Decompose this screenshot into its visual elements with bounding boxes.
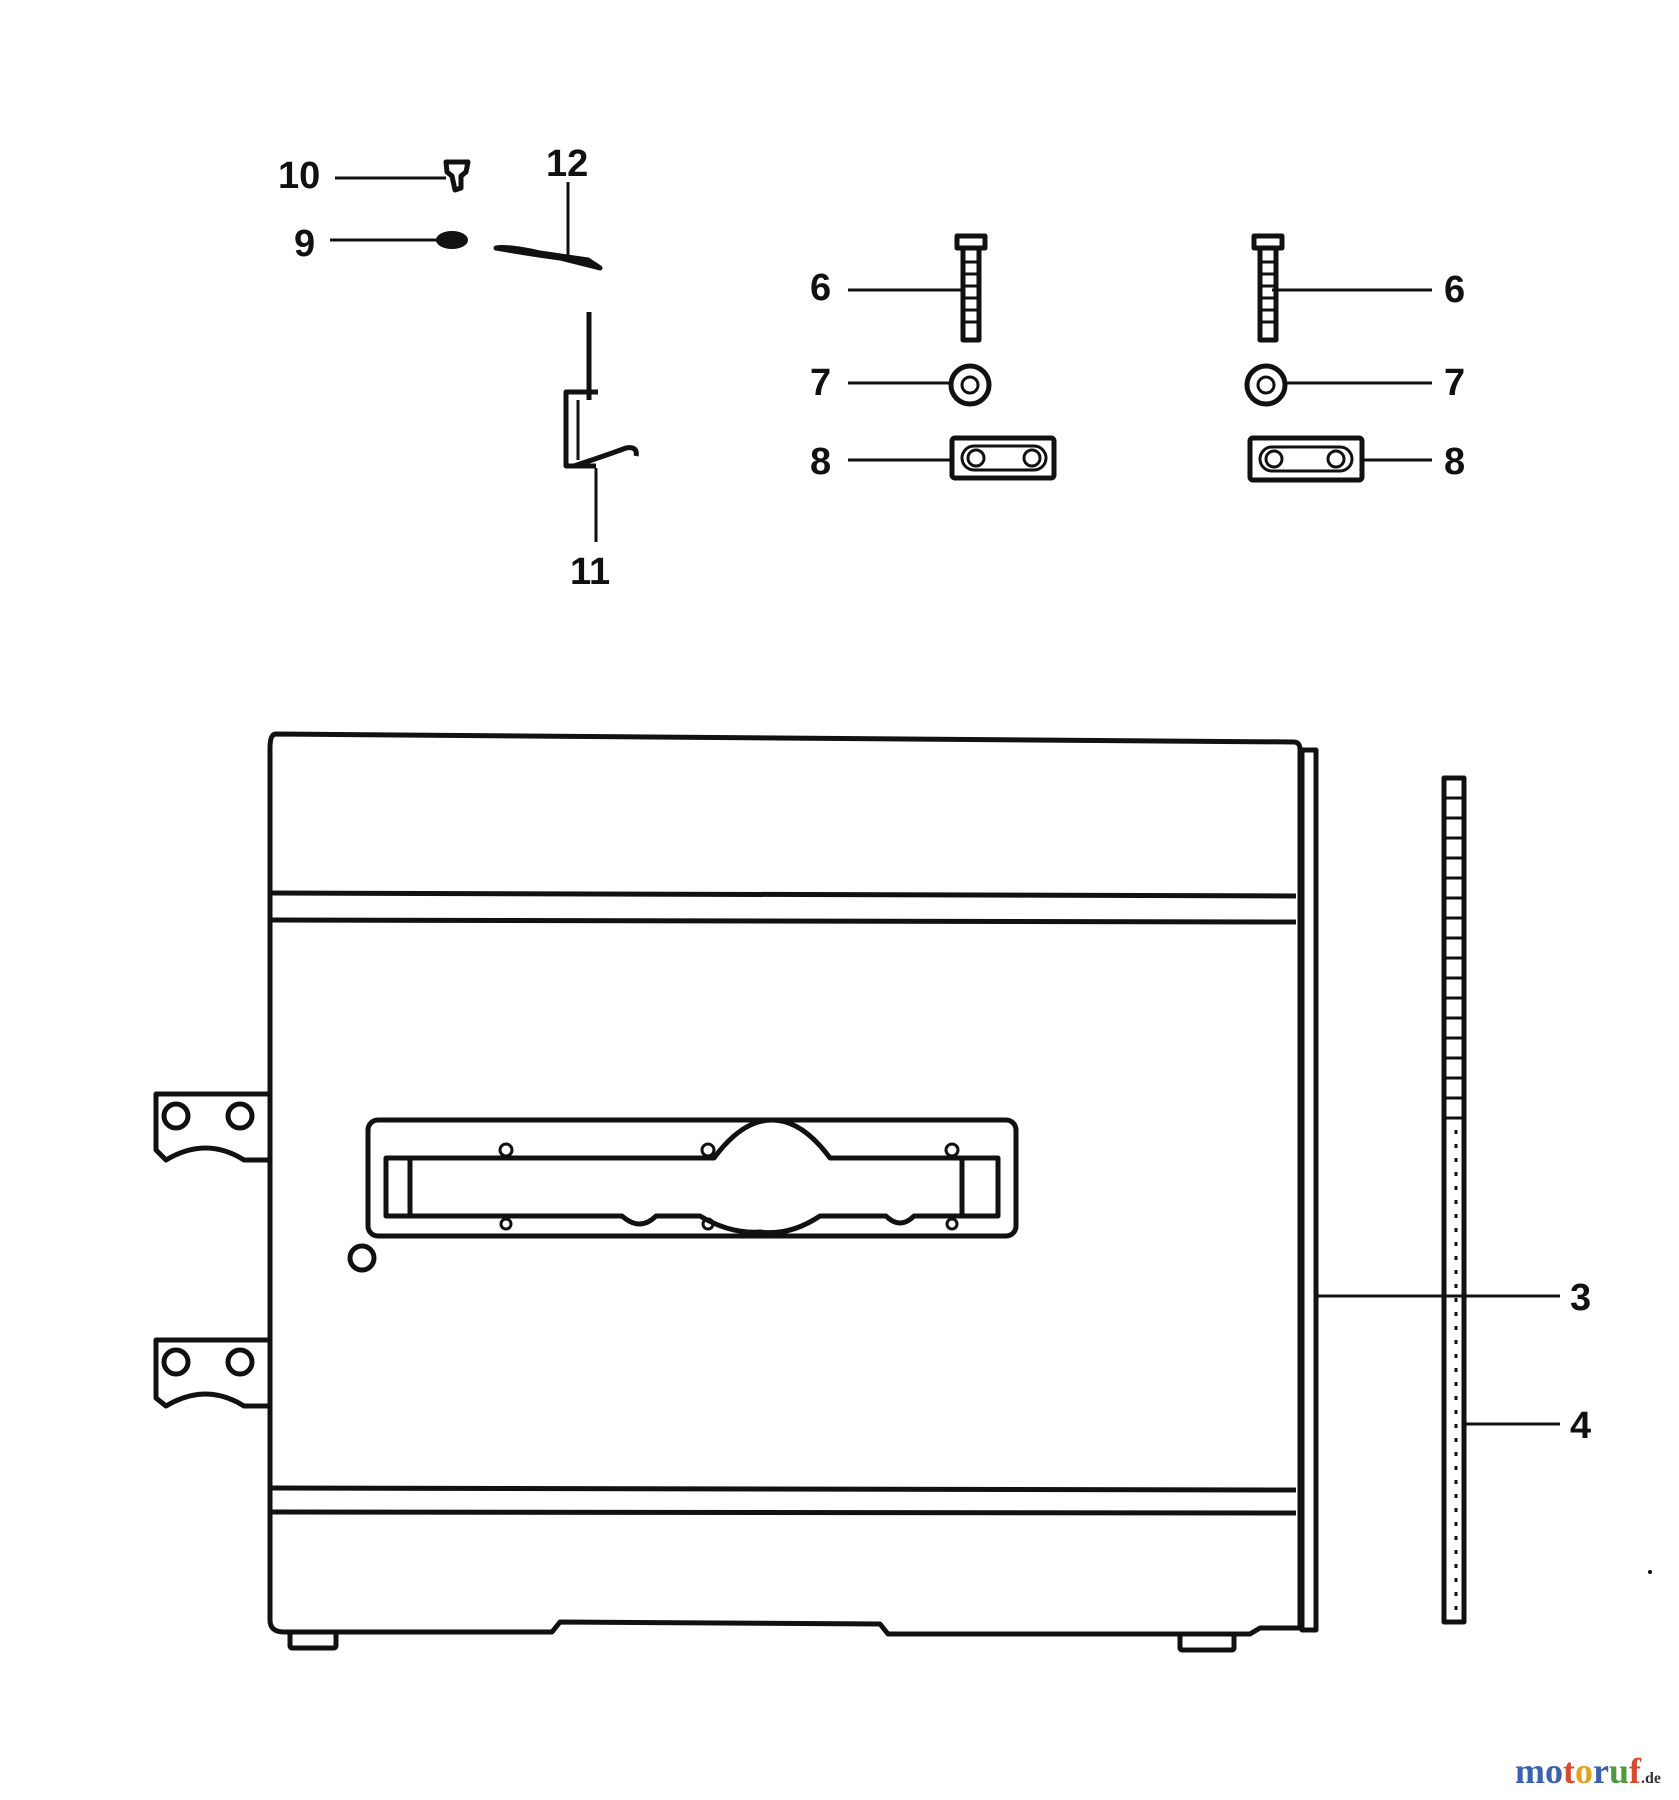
watermark-letter: u [1608, 1751, 1629, 1791]
callout-4: 4 [1570, 1405, 1591, 1447]
part-6-bolt-left [954, 233, 988, 343]
callout-10: 10 [278, 155, 320, 197]
part-7-washer-right [1244, 363, 1288, 407]
watermark-suffix: .de [1641, 1770, 1661, 1787]
callout-8-left: 8 [810, 441, 831, 483]
watermark-letter: o [1574, 1751, 1593, 1791]
part-7-washer-left [948, 363, 992, 407]
callout-7-right: 7 [1444, 362, 1465, 404]
part-11-hook [563, 312, 639, 469]
watermark-letter: o [1544, 1751, 1563, 1791]
part-4-fence-rail [1441, 775, 1467, 1625]
watermark-letter: f [1629, 1751, 1641, 1791]
callout-12: 12 [546, 143, 588, 185]
part-8-plate-left [949, 435, 1057, 481]
part-8-plate-right [1247, 435, 1365, 483]
part-12-spring-clip [493, 245, 603, 271]
callout-6-right: 6 [1444, 269, 1465, 311]
callout-8-right: 8 [1444, 441, 1465, 483]
watermark-letter: t [1562, 1751, 1575, 1791]
part-9-nut [436, 231, 468, 249]
callout-6-left: 6 [810, 267, 831, 309]
watermark-letters: motoruf [1515, 1751, 1641, 1791]
callout-7-left: 7 [810, 362, 831, 404]
callout-9: 9 [294, 223, 315, 265]
table-top [153, 731, 1319, 1653]
watermark-letter: m [1514, 1751, 1545, 1791]
watermark-letter: r [1592, 1751, 1609, 1791]
callout-11: 11 [570, 551, 610, 593]
callout-3: 3 [1570, 1277, 1591, 1319]
part-10-screw [443, 159, 471, 193]
site-watermark-logo: motoruf.de [1515, 1750, 1661, 1792]
part-6-bolt-right [1251, 233, 1285, 343]
